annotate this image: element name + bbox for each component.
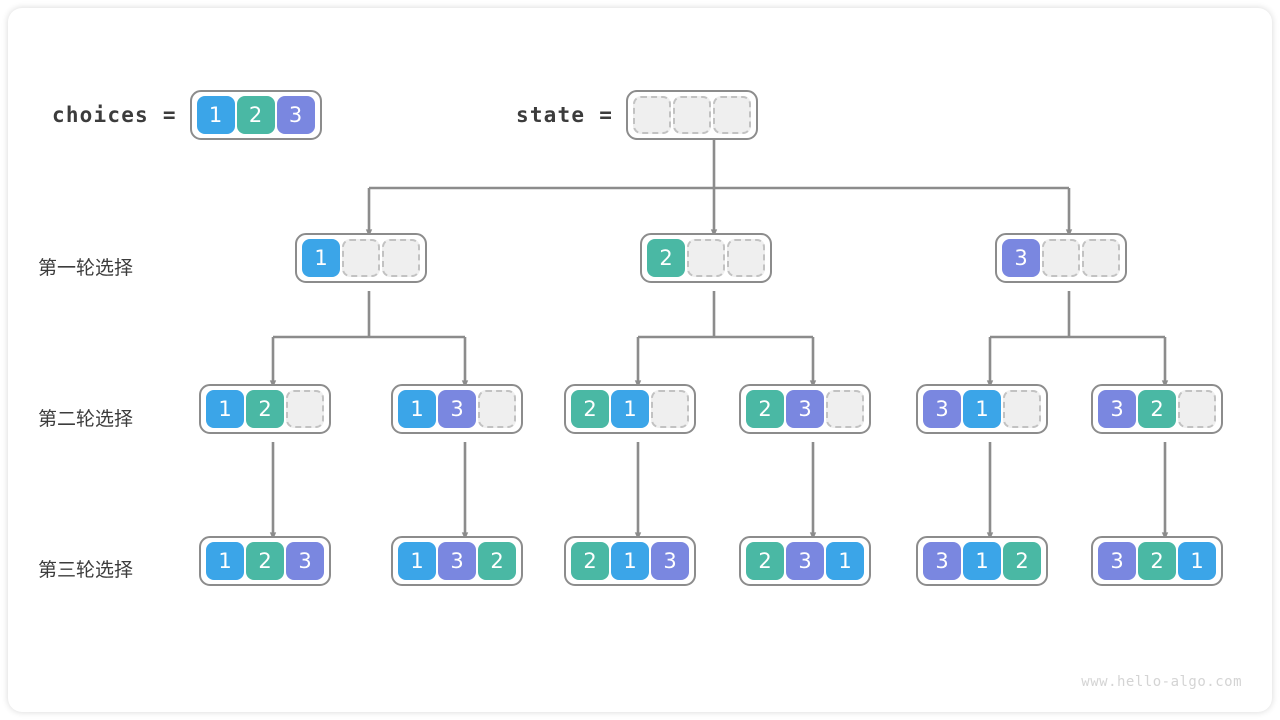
array-cell-empty xyxy=(1178,390,1216,428)
array-cell-empty xyxy=(382,239,420,277)
state-label: state xyxy=(516,103,586,127)
array-cell-filled: 3 xyxy=(438,542,476,580)
array-cell-empty xyxy=(1082,239,1120,277)
array-cell-empty xyxy=(478,390,516,428)
array-cell-filled: 2 xyxy=(647,239,685,277)
array-cell-filled: 3 xyxy=(786,390,824,428)
array-cell-filled: 1 xyxy=(826,542,864,580)
row-label-round-3: 第三轮选择 xyxy=(38,559,134,581)
array-cell-filled: 2 xyxy=(246,542,284,580)
array-cell-filled: 2 xyxy=(746,390,784,428)
array-cell-filled: 1 xyxy=(206,542,244,580)
array-cell-filled: 1 xyxy=(196,96,235,134)
array-cell-filled: 3 xyxy=(786,542,824,580)
array-cell-filled: 3 xyxy=(286,542,324,580)
array-cell-empty xyxy=(1003,390,1041,428)
tree-node-r1-c1: 1 xyxy=(295,233,427,283)
array-cell-filled: 1 xyxy=(398,542,436,580)
array-cell-empty xyxy=(826,390,864,428)
connector-wires xyxy=(269,136,1169,540)
array-cell-empty xyxy=(727,239,765,277)
array-cell-filled: 3 xyxy=(1098,542,1136,580)
array-cell-filled: 2 xyxy=(236,96,275,134)
row-label-round-1: 第一轮选择 xyxy=(38,257,134,279)
array-cell-empty xyxy=(286,390,324,428)
array-cell-filled: 3 xyxy=(1002,239,1040,277)
array-cell-empty xyxy=(651,390,689,428)
array-cell-filled: 1 xyxy=(611,390,649,428)
array-cell-empty xyxy=(632,96,671,134)
array-cell-filled: 1 xyxy=(963,542,1001,580)
choices-equals-sign: = xyxy=(162,103,176,127)
array-cell-filled: 3 xyxy=(923,390,961,428)
array-cell-filled: 2 xyxy=(1003,542,1041,580)
state-assignment: state = xyxy=(516,90,758,140)
array-cell-filled: 3 xyxy=(651,542,689,580)
site-watermark: www.hello-algo.com xyxy=(1081,674,1242,690)
array-cell-filled: 1 xyxy=(611,542,649,580)
array-cell-filled: 2 xyxy=(246,390,284,428)
choices-label: choices xyxy=(52,103,149,127)
array-cell-filled: 1 xyxy=(398,390,436,428)
array-cell-filled: 2 xyxy=(746,542,784,580)
array-cell-filled: 3 xyxy=(276,96,315,134)
array-cell-empty xyxy=(687,239,725,277)
array-cell-filled: 3 xyxy=(923,542,961,580)
array-cell-filled: 2 xyxy=(1138,390,1176,428)
array-cell-filled: 3 xyxy=(1098,390,1136,428)
array-cell-filled: 1 xyxy=(302,239,340,277)
tree-node-r1-c3: 3 xyxy=(995,233,1127,283)
array-cell-filled: 2 xyxy=(1138,542,1176,580)
array-cell-filled: 1 xyxy=(963,390,1001,428)
tree-node-r1-c2: 2 xyxy=(640,233,772,283)
array-cell-filled: 2 xyxy=(478,542,516,580)
state-array xyxy=(625,90,758,140)
row-label-round-2: 第二轮选择 xyxy=(38,408,134,430)
state-equals-sign: = xyxy=(599,103,612,127)
array-cell-empty xyxy=(712,96,751,134)
array-cell-filled: 3 xyxy=(438,390,476,428)
array-cell-empty xyxy=(672,96,711,134)
array-cell-filled: 2 xyxy=(571,542,609,580)
array-cell-filled: 1 xyxy=(206,390,244,428)
array-cell-empty xyxy=(342,239,380,277)
array-cell-filled: 1 xyxy=(1178,542,1216,580)
array-cell-empty xyxy=(1042,239,1080,277)
array-cell-filled: 2 xyxy=(571,390,609,428)
